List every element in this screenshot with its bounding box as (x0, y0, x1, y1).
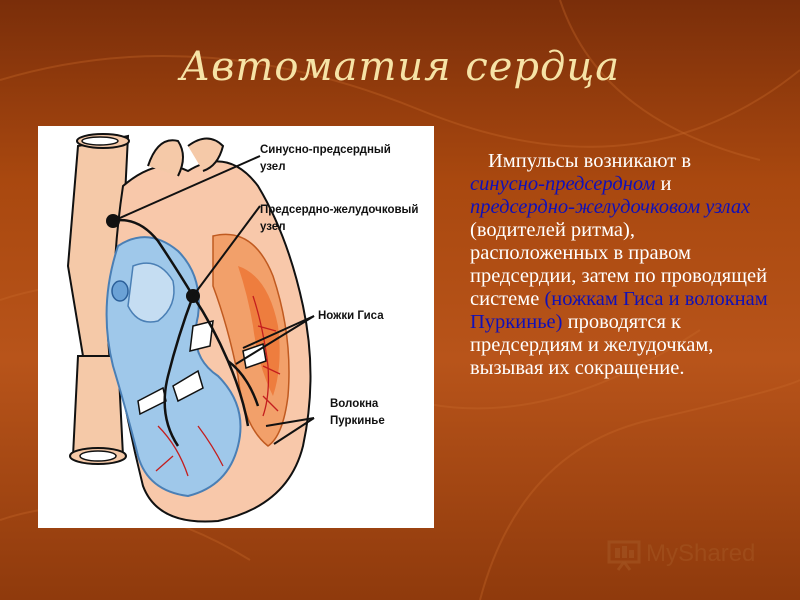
slide-title: Автоматия сердца (179, 44, 621, 90)
watermark-text: MyShared (646, 540, 756, 567)
text-av-node: предсердно-желудочковом узлах (470, 196, 751, 218)
presentation-icon (607, 540, 641, 571)
text-part-7: проводятся к предсердиям и желудочкам, в… (470, 311, 714, 379)
heart-diagram: Синусно-предсердный узел Предсердно-желу… (38, 126, 434, 528)
text-his-purkinje: (ножкам Гиса и волокнам Пуркинье) (470, 288, 768, 333)
description-text: Импульсы возникают в синусно-предсердном… (470, 150, 770, 380)
heart-body (105, 137, 312, 523)
text-part-3: и (660, 173, 672, 195)
watermark: MyShared (606, 536, 776, 576)
label-his-bundle: Ножки Гиса (318, 310, 384, 322)
label-av-node: Предсердно-желудочковый узел (260, 204, 419, 233)
text-sa-node: синусно-предсердном (470, 173, 656, 195)
text-part-1: Импульсы возникают в (488, 150, 692, 172)
label-sa-node: Синусно-предсердный узел (260, 144, 391, 173)
pointer-lines (112, 155, 315, 445)
heart-illustration (66, 133, 315, 523)
label-purkinje: Волокна Пуркинье (330, 398, 385, 427)
text-part-5: (водителей ритма), расположенных в право… (470, 219, 768, 310)
